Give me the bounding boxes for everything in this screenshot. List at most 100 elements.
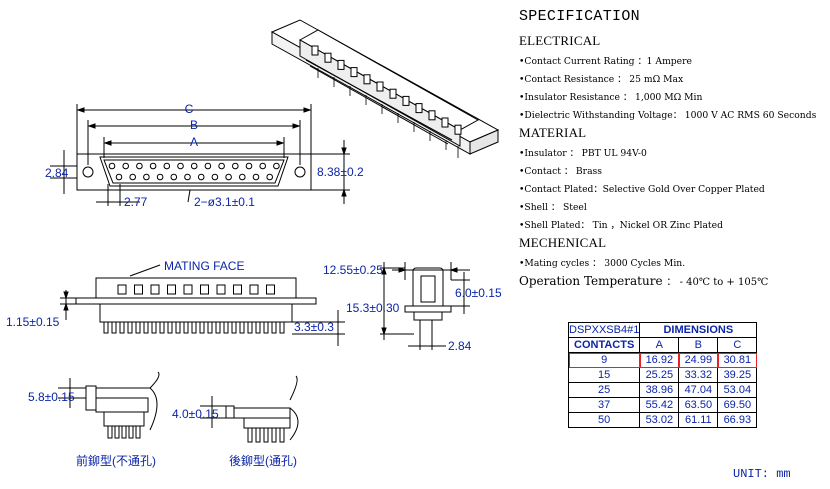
table-row: 37 55.42 63.50 69.50 xyxy=(567,397,758,413)
dimension-table: DSPXXSB4#1 DIMENSIONS CONTACTS A B C 9 1… xyxy=(567,322,758,428)
front-rivet-caption: 前鉚型(不通孔) xyxy=(76,453,156,468)
dim-1-15-label: 1.15±0.15 xyxy=(6,315,60,329)
pcb-pin xyxy=(215,321,221,334)
pcb-pin xyxy=(191,321,197,334)
pcb-pin xyxy=(135,425,141,439)
pcb-pin xyxy=(183,321,189,334)
contact-slot xyxy=(266,284,275,295)
contact-pin xyxy=(122,162,129,170)
contact-pin xyxy=(252,173,260,181)
isometric-contact-row xyxy=(311,45,462,135)
dim-2-84-side-label: 2.84 xyxy=(448,339,472,353)
contact-slot xyxy=(216,284,226,295)
pcb-pin xyxy=(175,321,181,334)
pcb-pin xyxy=(223,321,229,334)
a-cell: 25.25 xyxy=(639,367,680,383)
material-heading: MATERIAL xyxy=(519,125,587,140)
b-cell: 24.99 xyxy=(678,352,719,368)
b-cell: 61.11 xyxy=(678,412,719,428)
front-rivet-pins xyxy=(107,425,141,439)
pcb-pin xyxy=(111,321,117,334)
contact-pin xyxy=(376,81,384,92)
dimensions-header: DIMENSIONS xyxy=(639,322,758,338)
contact-pin xyxy=(149,162,157,170)
pcb-pin xyxy=(114,425,120,439)
pcb-pin xyxy=(151,321,157,334)
contact-pin xyxy=(415,103,423,114)
contact-slot xyxy=(183,284,193,295)
dim-5-8-label: 5.8±0.15 xyxy=(28,390,75,404)
operation-temperature-value: ： - 40℃ to + 105℃ xyxy=(666,277,769,288)
front-rivet-detail xyxy=(58,371,160,439)
contact-pin xyxy=(211,173,219,181)
pcb-pin xyxy=(143,321,149,334)
contact-pin xyxy=(184,173,191,181)
contact-pin xyxy=(115,173,123,181)
mechanical-heading: MECHENICAL xyxy=(519,235,607,250)
side-view-mating-face xyxy=(60,264,345,346)
rear-rivet-caption: 後鉚型(通孔) xyxy=(229,453,297,468)
pcb-pin xyxy=(279,321,285,334)
pcb-pin xyxy=(103,321,109,334)
operation-temperature: Operation Temperature ： - 40℃ to + 105℃ xyxy=(519,273,829,288)
mating-face-label: MATING FACE xyxy=(164,259,244,273)
contact-slot xyxy=(167,284,176,295)
spec-item: Insulator ： PBT UL 94V-0 xyxy=(519,145,829,163)
dimension-labels: C B A 2.84 8.38±0.2 2.77 2−ø3.1±0.1 MATI… xyxy=(6,102,502,468)
pcb-pin xyxy=(239,321,245,334)
pcb-pin xyxy=(127,321,133,334)
col-b-header: B xyxy=(678,337,719,353)
contact-pin xyxy=(136,162,143,170)
table-row: 25 38.96 47.04 53.04 xyxy=(567,382,758,398)
electrical-heading: ELECTRICAL xyxy=(519,33,601,48)
a-cell: 38.96 xyxy=(639,382,680,398)
table-row: 50 53.02 61.11 66.93 xyxy=(567,412,758,428)
contacts-cell: 37 xyxy=(567,397,641,413)
dim-3-3-label: 3.3±0.3 xyxy=(294,320,334,334)
pcb-pin xyxy=(263,427,269,443)
contact-pin xyxy=(190,162,198,170)
dim-8-38-label: 8.38±0.2 xyxy=(317,165,364,179)
pcb-pin xyxy=(199,321,205,334)
contact-pin xyxy=(441,117,449,128)
contact-slot xyxy=(249,284,259,295)
mechanical-list: Mating cycles ： 3000 Cycles Min. xyxy=(519,255,829,273)
contact-slot xyxy=(150,284,160,295)
contact-pin xyxy=(363,74,371,85)
spec-item: Shell Plated： Tin ，Nickel OR Zinc Plated xyxy=(519,217,829,235)
a-cell: 53.02 xyxy=(639,412,680,428)
pcb-pin xyxy=(247,427,253,443)
pcb-pin xyxy=(271,321,277,334)
col-a-header: A xyxy=(639,337,680,353)
contact-pin xyxy=(389,88,397,99)
contact-pin xyxy=(163,162,171,170)
pcb-pin xyxy=(255,427,261,443)
unit-label: UNIT: mm xyxy=(733,467,791,481)
a-cell: 16.92 xyxy=(639,352,680,368)
dim-6-0-label: 6.0±0.15 xyxy=(455,286,502,300)
spec-item: Contact Current Rating ：1 Ampere xyxy=(519,53,829,71)
spec-item: Contact Resistance ： 25 mΩ Max xyxy=(519,71,829,89)
specification-title: SPECIFICATION xyxy=(519,8,640,25)
b-cell: 47.04 xyxy=(678,382,719,398)
contact-pin xyxy=(204,162,212,170)
contact-slot xyxy=(200,284,209,295)
contact-pin xyxy=(311,45,319,56)
spec-item: Shell ： Steel xyxy=(519,199,829,217)
table-title: DSPXXSB4#1 xyxy=(567,322,641,338)
contacts-header: CONTACTS xyxy=(567,337,641,353)
contact-pin xyxy=(225,173,232,181)
b-cell: 63.50 xyxy=(678,397,719,413)
c-cell: 66.93 xyxy=(717,412,758,428)
end-view xyxy=(380,262,470,350)
electrical-list: Contact Current Rating ：1 Ampere Contact… xyxy=(519,53,829,125)
pcb-pin xyxy=(247,321,253,334)
rear-rivet-pins xyxy=(247,427,285,443)
pcb-pin xyxy=(255,321,261,334)
contact-pin xyxy=(177,162,184,170)
mount-hole-left xyxy=(82,166,94,178)
contacts-cell: 25 xyxy=(567,382,641,398)
front-view xyxy=(50,104,350,206)
contact-pin xyxy=(266,173,274,181)
